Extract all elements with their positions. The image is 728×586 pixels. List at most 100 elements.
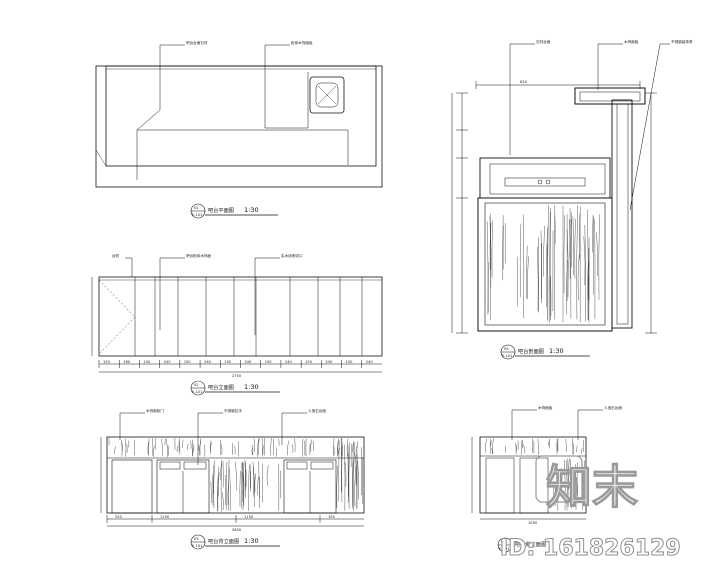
wood-grain-stroke <box>527 256 529 300</box>
rear-tag-bottom: E-101 <box>192 544 202 548</box>
wood-grain-stroke <box>278 438 280 446</box>
wood-grain-stroke <box>572 216 574 276</box>
rear-dim-label: 250 <box>115 515 123 519</box>
rear-dim-label: 1150 <box>244 515 254 519</box>
rear-scale: 1:30 <box>244 537 259 545</box>
wood-grain-stroke <box>221 444 223 455</box>
wood-grain-stroke <box>570 459 572 509</box>
section-note-1: 石材台面 <box>536 39 551 44</box>
wood-grain-stroke <box>532 438 534 454</box>
plan-note-2: 柜体木饰面板 <box>291 40 313 45</box>
front-dim-label: 150 <box>143 360 151 364</box>
wood-grain-stroke <box>264 438 265 456</box>
wood-grain-stroke <box>254 473 256 493</box>
wood-grain-stroke <box>348 442 350 509</box>
wood-grain-stroke <box>546 243 549 320</box>
front-tag-top: 02 <box>194 383 199 387</box>
wood-grain-stroke <box>587 260 590 320</box>
wood-grain-stroke <box>251 444 254 456</box>
wood-grain-stroke <box>566 229 569 298</box>
front-dim-label: 240 <box>245 360 253 364</box>
wood-grain-stroke <box>357 460 359 500</box>
front-dim-label: 150 <box>184 360 192 364</box>
section-note-2: 木饰面板 <box>624 39 639 44</box>
wood-grain-stroke <box>526 245 528 299</box>
wood-grain-stroke <box>565 439 567 452</box>
front-dim-label: 150 <box>224 360 232 364</box>
wood-grain-stroke <box>224 475 226 506</box>
wood-grain-stroke <box>491 220 493 278</box>
front-scale: 1:30 <box>244 383 259 391</box>
wood-grain-stroke <box>344 444 346 511</box>
wood-grain-stroke <box>592 214 594 253</box>
wood-grain-stroke <box>258 438 260 455</box>
wood-grain-stroke <box>347 445 349 497</box>
wood-grain-stroke <box>346 438 349 457</box>
wood-grain-stroke <box>199 438 202 456</box>
wood-grain-stroke <box>580 448 583 454</box>
wood-grain-stroke <box>192 443 195 452</box>
front-dim-label: 150 <box>265 360 273 364</box>
wood-grain-stroke <box>587 209 589 320</box>
wood-grain-stroke <box>352 459 354 506</box>
wood-grain-stroke <box>543 225 545 277</box>
side-note-1: 木饰面板 <box>538 405 553 410</box>
section-title-block: 05 E-101 吧台剖面图 1:30 <box>500 344 590 360</box>
wood-grain-stroke <box>355 454 357 486</box>
wood-grain-stroke <box>190 440 192 449</box>
wood-grain-stroke <box>220 440 221 456</box>
side-title-block: 04 E-101 吧台侧立面图 <box>497 537 546 553</box>
wood-grain-stroke <box>554 205 556 245</box>
front-title-block: 02 E-101 吧台立面图 1:30 <box>190 380 280 396</box>
wood-grain-stroke <box>491 447 493 455</box>
front-dim-label: 240 <box>325 360 333 364</box>
wood-grain-stroke <box>262 445 264 455</box>
wood-grain-stroke <box>222 492 224 510</box>
wood-grain-stroke <box>176 445 179 453</box>
wood-grain-stroke <box>235 461 237 491</box>
wood-grain-stroke <box>287 440 289 456</box>
plan-tag-top: 01 <box>194 206 199 210</box>
wood-grain-stroke <box>239 470 241 507</box>
front-elevation <box>91 257 383 373</box>
rear-total-dim: 2650 <box>232 528 242 532</box>
front-note-1: 台阶 <box>112 253 120 258</box>
wood-grain-stroke <box>352 442 354 453</box>
wood-grain-stroke <box>354 466 356 507</box>
wood-grain-stroke <box>575 464 577 510</box>
wood-grain-stroke <box>566 259 568 315</box>
section-tag-top: 05 <box>504 347 509 351</box>
section-tag-bottom: E-101 <box>502 354 512 358</box>
wood-grain-stroke <box>576 477 578 499</box>
wood-grain-stroke <box>210 481 212 504</box>
wood-grain-stroke <box>121 440 123 457</box>
wood-grain-stroke <box>548 440 550 447</box>
wood-grain-stroke <box>563 215 565 294</box>
wood-grain-stroke <box>244 461 246 498</box>
rear-note-1: 木饰面柜门 <box>146 408 164 413</box>
wood-grain-stroke <box>557 468 559 511</box>
wood-grain-stroke <box>345 461 347 487</box>
wood-grain-stroke <box>229 467 231 511</box>
wood-grain-stroke <box>516 256 518 307</box>
front-note-3: 实木线条收口 <box>281 253 303 258</box>
wood-grain-stroke <box>248 465 250 512</box>
wood-grain-stroke <box>187 443 189 450</box>
section-view <box>451 43 670 334</box>
section-scale: 1:30 <box>549 347 564 355</box>
wood-grain-stroke <box>337 438 339 456</box>
wood-grain-stroke <box>333 438 335 457</box>
front-dim-label: 240 <box>164 360 172 364</box>
side-note-2: 人造石台面 <box>604 405 622 410</box>
wood-grain-stroke <box>577 254 580 301</box>
wood-grain-stroke <box>576 205 578 320</box>
wood-grain-stroke <box>337 441 339 457</box>
wood-grain-stroke <box>166 438 168 458</box>
side-tag-top: 04 <box>501 540 506 544</box>
wood-grain-stroke <box>519 223 522 298</box>
wood-grain-stroke <box>220 460 222 512</box>
wood-grain-stroke <box>540 230 542 299</box>
wood-grain-stroke <box>489 222 492 270</box>
rear-elevation <box>100 412 365 527</box>
